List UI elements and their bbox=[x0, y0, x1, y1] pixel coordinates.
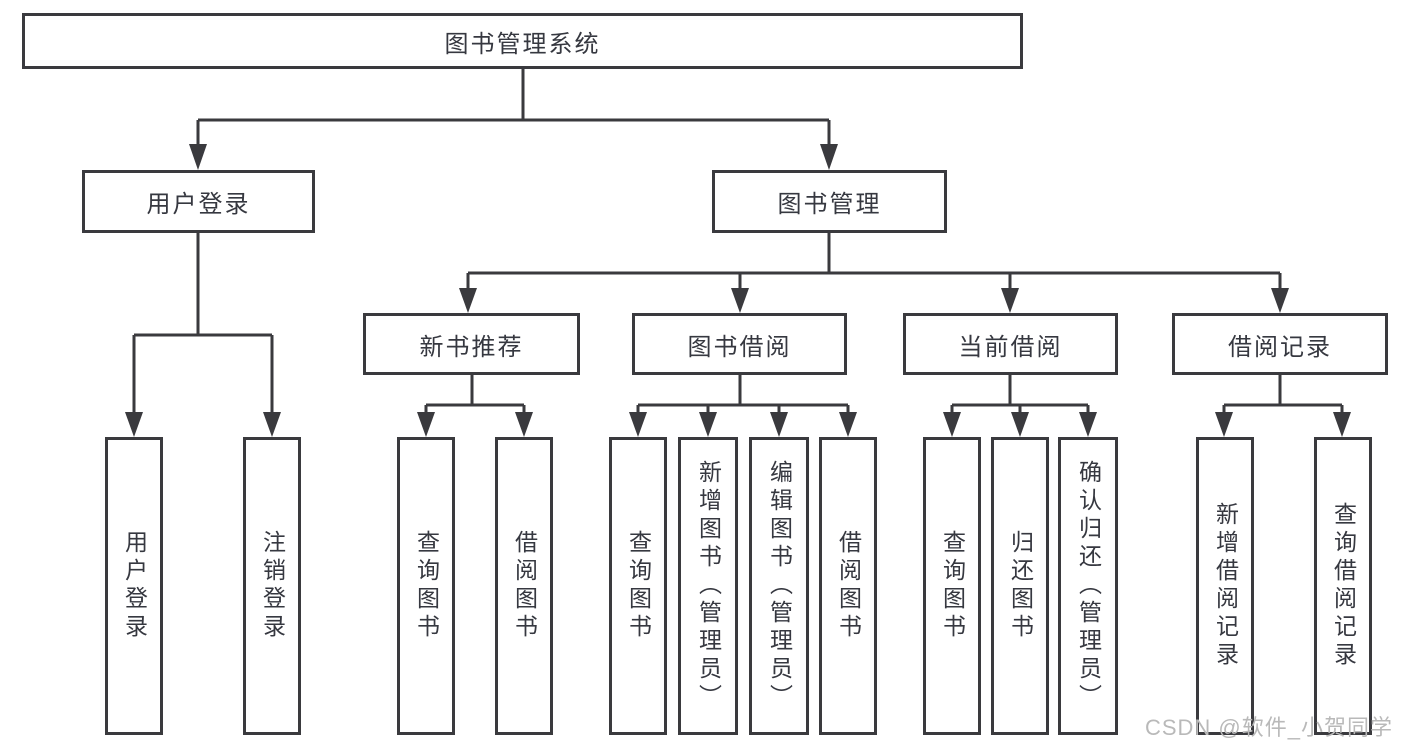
leaf-logout-label: 注销登录 bbox=[259, 530, 286, 642]
leaf-return-book-label: 归还图书 bbox=[1007, 530, 1034, 642]
node-new-book-recommendation-label: 新书推荐 bbox=[419, 333, 524, 361]
node-new-book-recommendation: 新书推荐 bbox=[363, 313, 580, 375]
leaf-query-books-recommend-label: 查询图书 bbox=[413, 530, 440, 642]
leaf-query-borrow-record-label: 查询借阅记录 bbox=[1330, 502, 1357, 670]
node-book-management-label: 图书管理 bbox=[777, 191, 882, 218]
leaf-add-borrow-record: 新增借阅记录 bbox=[1196, 437, 1254, 735]
leaf-user-login-label: 用户登录 bbox=[121, 530, 148, 642]
node-current-borrowing: 当前借阅 bbox=[903, 313, 1118, 375]
node-borrowing-records-label: 借阅记录 bbox=[1228, 333, 1332, 361]
leaf-query-borrow-record: 查询借阅记录 bbox=[1314, 437, 1372, 735]
leaf-query-books-borrowing: 查询图书 bbox=[609, 437, 667, 735]
node-borrowing-records: 借阅记录 bbox=[1172, 313, 1388, 375]
leaf-borrow-books-recommend-label: 借阅图书 bbox=[511, 530, 538, 642]
node-user-login: 用户登录 bbox=[82, 170, 315, 233]
leaf-add-borrow-record-label: 新增借阅记录 bbox=[1212, 502, 1239, 670]
leaf-borrow-books-label: 借阅图书 bbox=[835, 530, 862, 642]
node-book-management: 图书管理 bbox=[712, 170, 947, 233]
leaf-query-books-borrowing-label: 查询图书 bbox=[625, 530, 652, 642]
leaf-borrow-books: 借阅图书 bbox=[819, 437, 877, 735]
leaf-query-books-current-label: 查询图书 bbox=[939, 530, 966, 642]
leaf-return-book: 归还图书 bbox=[991, 437, 1049, 735]
node-book-borrowing: 图书借阅 bbox=[632, 313, 847, 375]
node-book-borrowing-label: 图书借阅 bbox=[687, 333, 792, 361]
leaf-add-book-admin: 新增图书（管理员） bbox=[678, 437, 738, 735]
node-current-borrowing-label: 当前借阅 bbox=[958, 333, 1063, 361]
leaf-logout: 注销登录 bbox=[243, 437, 301, 735]
leaf-borrow-books-recommend: 借阅图书 bbox=[495, 437, 553, 735]
node-root-label: 图书管理系统 bbox=[444, 30, 601, 58]
leaf-user-login: 用户登录 bbox=[105, 437, 163, 735]
node-user-login-label: 用户登录 bbox=[146, 191, 251, 218]
leaf-confirm-return-admin: 确认归还（管理员） bbox=[1058, 437, 1118, 735]
leaf-add-book-admin-label: 新增图书（管理员） bbox=[695, 460, 722, 712]
arrowhead-icons bbox=[125, 144, 1351, 437]
watermark: CSDN @软件_小贺同学 bbox=[1144, 715, 1393, 740]
leaf-query-books-current: 查询图书 bbox=[923, 437, 981, 735]
leaf-edit-book-admin: 编辑图书（管理员） bbox=[749, 437, 809, 735]
node-root: 图书管理系统 bbox=[22, 13, 1023, 69]
leaf-query-books-recommend: 查询图书 bbox=[397, 437, 455, 735]
leaf-confirm-return-admin-label: 确认归还（管理员） bbox=[1075, 460, 1102, 712]
leaf-edit-book-admin-label: 编辑图书（管理员） bbox=[766, 460, 793, 712]
